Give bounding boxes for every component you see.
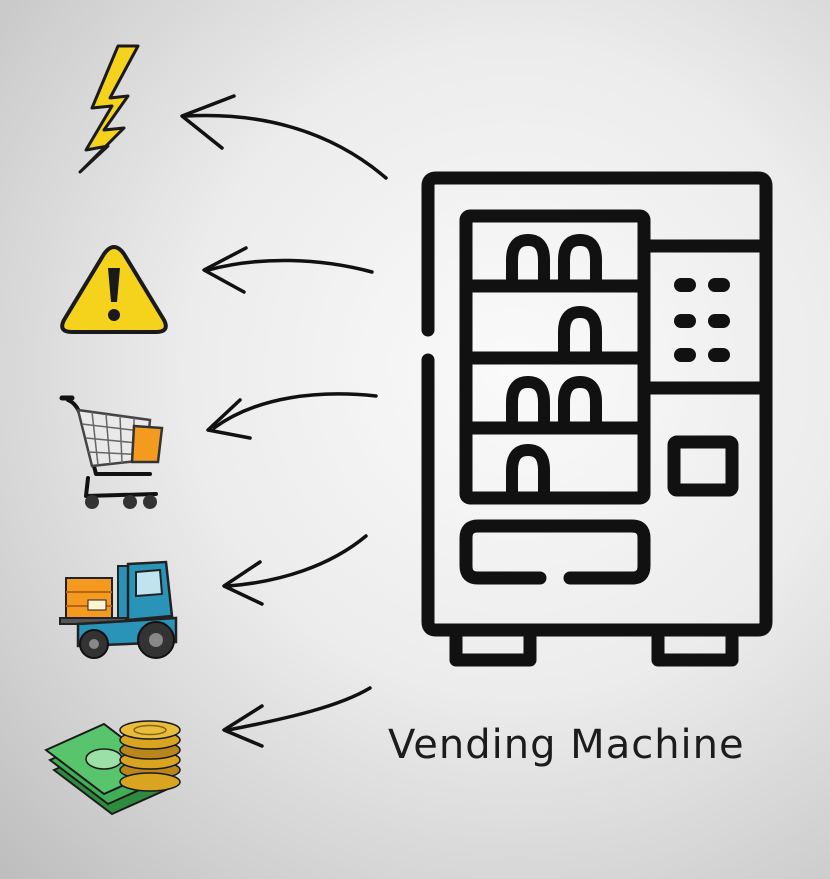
- keypad-icon: [674, 278, 730, 362]
- arrow-to-lightning: [180, 94, 388, 180]
- arrow-to-cart: [206, 392, 378, 440]
- forklift-icon: [59, 560, 178, 659]
- arrow-to-forklift: [222, 534, 368, 606]
- vending-products: [506, 234, 602, 504]
- warning-icon: [60, 245, 168, 334]
- arrows: [180, 94, 388, 748]
- vending-machine-label: Vending Machine: [388, 722, 745, 768]
- shopping-cart-icon: [59, 395, 164, 509]
- vending-machine-icon: [421, 171, 773, 667]
- lightning-icon: [78, 44, 140, 174]
- money-icon: [44, 720, 181, 816]
- arrow-to-warning: [202, 246, 374, 294]
- arrow-to-money: [222, 686, 372, 748]
